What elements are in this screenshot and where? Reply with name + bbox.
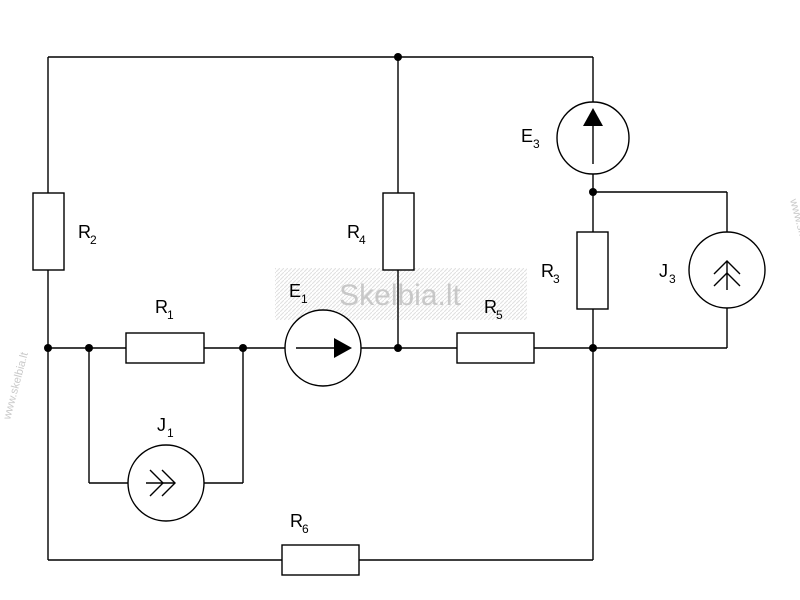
label-sub: 1 [167,426,174,440]
voltage-source-e1 [284,309,362,387]
resistor-r6 [281,544,360,576]
label-r3: R 3 [541,261,560,286]
label-main: R [347,222,360,242]
voltage-source-e3 [556,101,630,175]
label-sub: 4 [359,233,366,247]
junction-node [394,344,402,352]
junction-node [44,344,52,352]
resistor-r5 [456,332,535,364]
current-source-j3 [688,231,766,309]
junctions [44,53,597,352]
label-main: J [157,415,166,435]
label-e3: E 3 [521,126,540,151]
resistor-r4 [382,192,415,271]
junction-node [394,53,402,61]
resistor-r3 [576,231,609,310]
label-r6: R 6 [290,511,309,536]
label-r1: R 1 [155,297,174,322]
junction-node [239,344,247,352]
junction-node [589,188,597,196]
label-j1: J 1 [157,415,174,440]
resistor-r2 [32,192,65,271]
label-sub: 1 [167,308,174,322]
label-main: E [289,281,301,301]
label-sub: 2 [90,233,97,247]
wires [47,56,728,561]
label-sub: 3 [669,272,676,286]
label-main: R [155,297,168,317]
watermark-text: Skelbia.lt [339,279,461,312]
junction-node [589,344,597,352]
junction-node [85,344,93,352]
label-main: R [541,261,554,281]
side-watermark-right: www.skelbia.lt [787,197,800,268]
label-main: R [78,222,91,242]
label-sub: 6 [302,522,309,536]
label-j3: J 3 [659,261,676,286]
label-r5: R 5 [484,297,503,322]
label-sub: 5 [496,308,503,322]
label-sub: 3 [533,137,540,151]
label-e1: E 1 [289,281,308,306]
resistor-r1 [125,332,205,364]
component-labels: R 2 R 4 R 3 R 1 R 5 R 6 E 1 E 3 [78,126,676,536]
label-main: R [484,297,497,317]
side-watermark-left: www.skelbia.lt [1,351,31,422]
label-main: E [521,126,533,146]
label-sub: 3 [553,272,560,286]
label-main: R [290,511,303,531]
label-main: J [659,261,668,281]
current-source-j1 [127,444,205,522]
label-sub: 1 [301,292,308,306]
label-r2: R 2 [78,222,97,247]
label-r4: R 4 [347,222,366,247]
